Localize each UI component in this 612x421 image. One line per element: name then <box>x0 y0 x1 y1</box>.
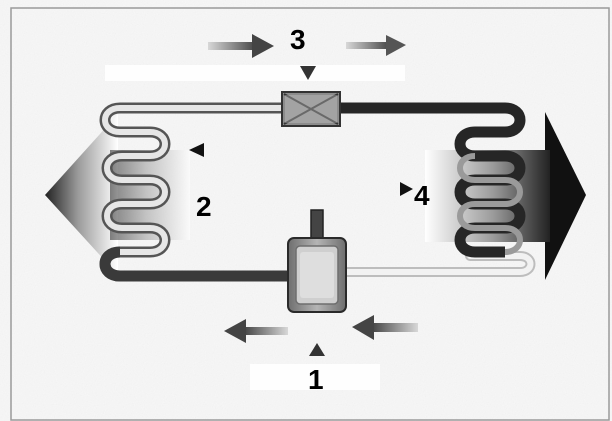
pointer-4 <box>400 182 413 196</box>
heat-out-arrow-left <box>45 114 118 275</box>
pointer-1 <box>309 343 325 356</box>
frame <box>10 7 610 421</box>
flow-arrow-bottom-right <box>352 315 418 340</box>
label-expansion-valve: 3 <box>290 24 306 55</box>
flow-arrow-bottom-left <box>224 319 288 343</box>
pointer-3 <box>300 66 316 80</box>
label-evaporator: 4 <box>414 180 430 211</box>
compressor <box>287 209 347 313</box>
label-condenser: 2 <box>196 191 212 222</box>
expansion-valve <box>281 91 341 127</box>
flow-arrow-top-right <box>346 35 406 56</box>
heat-in-arrow-right <box>545 112 586 280</box>
label-compressor: 1 <box>308 364 324 395</box>
flow-arrow-top-left <box>208 34 274 58</box>
pointer-2 <box>189 143 204 157</box>
